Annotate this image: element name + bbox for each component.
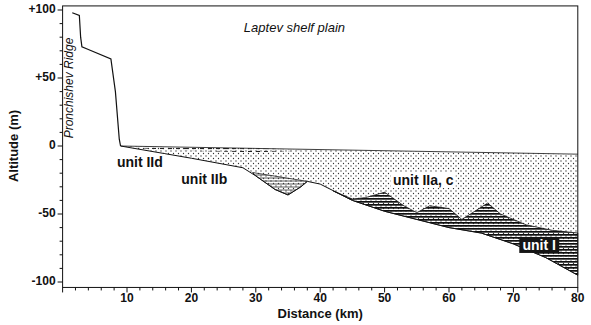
- tick-label: -50: [38, 207, 55, 221]
- tick-label: +50: [35, 71, 55, 85]
- unit-label: unit IId: [115, 154, 165, 170]
- unit-label: unit I: [519, 237, 558, 253]
- tick-label: 40: [314, 293, 327, 307]
- unit-label: unit IIa, c: [391, 172, 456, 188]
- tick-label: 60: [442, 293, 455, 307]
- tick-label: 20: [185, 293, 198, 307]
- sediment-base-line: [121, 146, 578, 275]
- unit-iiac-sediment: [121, 146, 578, 275]
- axis-title: Distance (km): [278, 307, 363, 322]
- tick-label: 30: [249, 293, 262, 307]
- ridge-label: Pronchishev Ridge: [63, 37, 77, 138]
- region-label: Laptev shelf plain: [244, 20, 345, 35]
- tick-label: 10: [120, 293, 133, 307]
- shelf-surface-line: [121, 146, 578, 154]
- tick-label: 80: [571, 293, 584, 307]
- tick-label: 50: [378, 293, 391, 307]
- ridge-profile: [72, 13, 120, 146]
- axis-title: Altitude (m): [7, 110, 22, 182]
- tick-label: +100: [29, 3, 56, 17]
- tick-label: -100: [32, 275, 56, 289]
- axis-ticks: [58, 10, 578, 292]
- unit-i-sediment: [333, 191, 578, 275]
- plot-frame: [63, 6, 578, 288]
- tick-label: 0: [49, 139, 56, 153]
- unit-label: unit IIb: [179, 171, 229, 187]
- tick-label: 70: [507, 293, 520, 307]
